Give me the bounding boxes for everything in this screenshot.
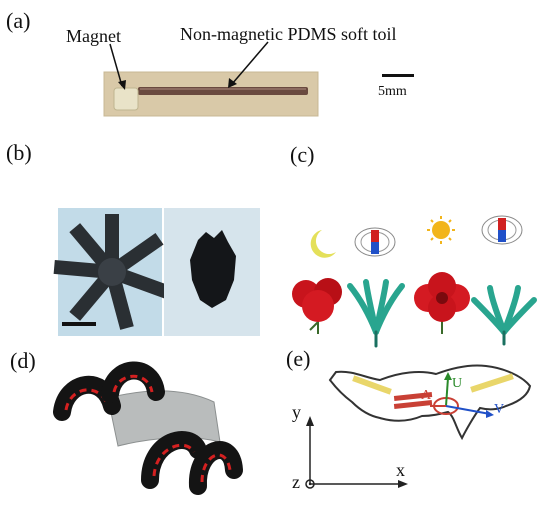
- red-flower-closed: [292, 278, 342, 334]
- magnetic-field-icon: [481, 215, 523, 245]
- fish-yellow-segment: [352, 375, 392, 395]
- magnet: [113, 87, 139, 111]
- fish-outline: [328, 364, 532, 441]
- vector-u-head: [444, 372, 452, 380]
- panel-a-label: (a): [6, 8, 31, 33]
- panel-b-figure: [53, 208, 260, 336]
- magnet-pointer-head: [118, 80, 126, 90]
- axis-z-label: z: [292, 472, 300, 492]
- vector-u-label: U: [452, 376, 463, 391]
- teal-petals-closed: [471, 285, 537, 346]
- toil-pointer-head: [228, 78, 237, 88]
- panel-b-scale-bar: [62, 322, 96, 326]
- pdms-toil-highlight: [140, 88, 306, 90]
- y-axis-head: [306, 416, 314, 426]
- vector-v-arrow: [445, 405, 491, 415]
- teal-petals-open: [347, 279, 405, 348]
- scale-bar: [382, 74, 414, 77]
- axis-y-label: y: [292, 402, 301, 422]
- vector-v-label: V: [494, 402, 505, 417]
- robot-leg: [101, 361, 165, 403]
- red-flower-open: [414, 272, 470, 334]
- magnetic-field-icon: [354, 227, 396, 257]
- magnet-pointer: [109, 43, 123, 87]
- vector-v-head: [486, 410, 494, 418]
- fish-red-segment: [393, 392, 433, 401]
- x-axis-head: [398, 480, 408, 488]
- panel-e-figure: [305, 364, 532, 489]
- toil-pointer: [231, 41, 269, 85]
- panel-a-figure: [103, 41, 414, 117]
- magnet-label: Magnet: [66, 26, 121, 46]
- vector-u-arrow: [445, 377, 449, 407]
- panel-c-label: (c): [290, 142, 315, 167]
- robot-leg: [189, 441, 243, 495]
- fish-red-segment: [393, 400, 433, 409]
- scale-label: 5mm: [378, 84, 407, 99]
- star-gripper: [53, 214, 169, 330]
- closed-gripper: [190, 230, 236, 308]
- robot-leg: [141, 431, 207, 489]
- sun-icon: [427, 216, 455, 244]
- vector-a-label: A: [421, 388, 432, 403]
- panel-d-figure: [53, 361, 243, 495]
- panel-c-figure: [292, 215, 537, 348]
- z-axis-dot: [308, 482, 312, 486]
- panel-d-label: (d): [10, 348, 36, 373]
- panel-e-label: (e): [286, 346, 311, 371]
- toil-label: Non-magnetic PDMS soft toil: [180, 24, 397, 44]
- fish-yellow-segment: [470, 373, 514, 393]
- z-axis-origin: [305, 479, 315, 489]
- panel-b-label: (b): [6, 140, 32, 165]
- moon-icon: [310, 230, 336, 258]
- axis-x-label: x: [396, 460, 405, 480]
